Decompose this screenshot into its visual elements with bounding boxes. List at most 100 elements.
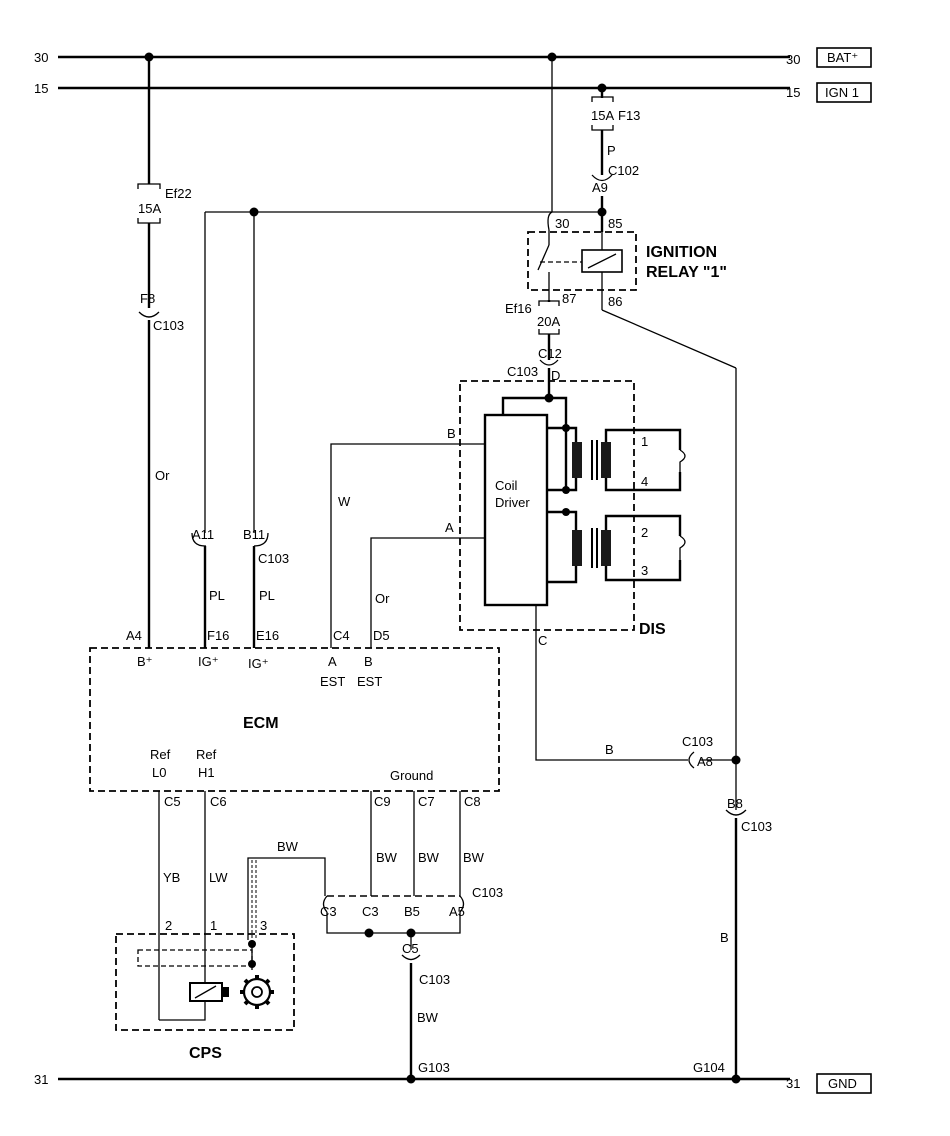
svg-text:A: A xyxy=(328,654,337,669)
svg-text:A9: A9 xyxy=(592,180,608,195)
svg-text:C3: C3 xyxy=(362,904,379,919)
gear-icon xyxy=(240,975,274,1009)
svg-text:Ground: Ground xyxy=(390,768,433,783)
dis-module: DIS Coil Driver 1 4 2 3 B A C xyxy=(445,380,686,648)
bat-rail: 30 30 BAT⁺ xyxy=(34,47,872,68)
gnd-rail-number-left: 31 xyxy=(34,1072,48,1087)
svg-text:F13: F13 xyxy=(618,108,640,123)
svg-text:C102: C102 xyxy=(608,163,639,178)
svg-text:C7: C7 xyxy=(418,794,435,809)
svg-text:C103: C103 xyxy=(153,318,184,333)
svg-text:YB: YB xyxy=(163,870,180,885)
fuse-f13: 15A F13 xyxy=(591,96,640,131)
svg-text:IGNITION: IGNITION xyxy=(646,244,717,261)
ign-rail-number-left: 15 xyxy=(34,81,48,96)
svg-text:A5: A5 xyxy=(449,904,465,919)
svg-text:E16: E16 xyxy=(256,628,279,643)
svg-text:G103: G103 xyxy=(418,1060,450,1075)
svg-text:C5: C5 xyxy=(164,794,181,809)
svg-text:IG⁺: IG⁺ xyxy=(248,656,269,671)
dis-ground-wire: B C103 A8 xyxy=(535,605,741,769)
ign-label: IGN 1 xyxy=(825,85,859,100)
svg-text:4: 4 xyxy=(641,474,648,489)
svg-text:RELAY "1": RELAY "1" xyxy=(646,264,727,281)
svg-text:C6: C6 xyxy=(210,794,227,809)
svg-text:C12: C12 xyxy=(538,346,562,361)
svg-text:C3: C3 xyxy=(320,904,337,919)
gnd-label: GND xyxy=(828,1076,857,1091)
svg-text:87: 87 xyxy=(562,291,576,306)
ignition-coil-primary-icon xyxy=(572,442,582,478)
cps-wires: YB LW BW xyxy=(158,791,326,1020)
svg-text:30: 30 xyxy=(555,216,569,231)
svg-text:20A: 20A xyxy=(537,314,560,329)
relay-battery-feed xyxy=(547,52,557,245)
svg-text:B: B xyxy=(720,930,729,945)
connector-c12-icon xyxy=(539,359,559,366)
svg-text:B: B xyxy=(447,426,456,441)
ign-label-box xyxy=(816,82,872,103)
svg-text:BW: BW xyxy=(277,839,299,854)
svg-text:C8: C8 xyxy=(464,794,481,809)
svg-text:IG⁺: IG⁺ xyxy=(198,654,219,669)
connector-c102-icon xyxy=(591,174,613,182)
svg-text:BW: BW xyxy=(417,1010,439,1025)
svg-text:C103: C103 xyxy=(682,734,713,749)
svg-text:B⁺: B⁺ xyxy=(137,654,153,669)
fuse-ef22: 15A Ef22 xyxy=(137,183,192,224)
svg-text:15A: 15A xyxy=(591,108,614,123)
svg-text:86: 86 xyxy=(608,294,622,309)
svg-text:CPS: CPS xyxy=(189,1045,222,1062)
est-wires: W Or xyxy=(330,443,485,648)
svg-text:C103: C103 xyxy=(472,885,503,900)
svg-text:C: C xyxy=(538,633,547,648)
svg-text:BW: BW xyxy=(463,850,485,865)
svg-text:PL: PL xyxy=(209,588,225,603)
svg-text:D5: D5 xyxy=(373,628,390,643)
svg-text:Ef16: Ef16 xyxy=(505,301,532,316)
ignition-coil-secondary-icon xyxy=(601,442,611,478)
connector-f8-icon xyxy=(138,311,160,318)
svg-text:Ref: Ref xyxy=(196,747,217,762)
svg-text:1: 1 xyxy=(641,434,648,449)
svg-text:B: B xyxy=(364,654,373,669)
svg-text:Ef22: Ef22 xyxy=(165,186,192,201)
ecm: A4 F16 E16 C4 D5 B⁺ IG⁺ IG⁺ A EST B EST … xyxy=(89,628,500,809)
connector-b8-icon xyxy=(725,809,747,816)
ecm-ground-wires: BW BW BW C103 C3 C3 B5 A5 C5 C103 BW G10… xyxy=(320,791,503,1084)
relay-ignition-feed: 15A F13 P C102 A9 xyxy=(591,83,640,232)
relay-ground-wire xyxy=(601,300,737,810)
svg-text:Driver: Driver xyxy=(495,495,530,510)
svg-text:B8: B8 xyxy=(727,796,743,811)
svg-text:LW: LW xyxy=(209,870,228,885)
coil-driver xyxy=(483,413,549,607)
gnd-rail-number-right: 31 xyxy=(786,1076,800,1091)
svg-text:F8: F8 xyxy=(140,291,155,306)
svg-text:D: D xyxy=(551,368,560,383)
ignition-relay: 30 85 87 86 IGNITION RELAY "1" xyxy=(527,216,727,309)
bat-rail-number-left: 30 xyxy=(34,50,48,65)
svg-text:C103: C103 xyxy=(419,972,450,987)
svg-text:G104: G104 xyxy=(693,1060,725,1075)
svg-text:C9: C9 xyxy=(374,794,391,809)
svg-text:P: P xyxy=(607,143,616,158)
fuse-ef16: 20A Ef16 xyxy=(505,300,560,335)
svg-text:EST: EST xyxy=(320,674,345,689)
ecm-ignition-feed: A11 B11 C103 PL PL xyxy=(191,207,607,648)
svg-text:DIS: DIS xyxy=(639,621,666,638)
dis-power-feed: 20A Ef16 C12 C103 D xyxy=(505,300,562,398)
relay-switch-icon xyxy=(537,244,550,271)
svg-text:A: A xyxy=(445,520,454,535)
svg-text:BW: BW xyxy=(376,850,398,865)
svg-text:W: W xyxy=(338,494,351,509)
bat-rail-number-right: 30 xyxy=(786,52,800,67)
bat-label: BAT⁺ xyxy=(827,50,858,65)
svg-text:1: 1 xyxy=(210,918,217,933)
svg-text:A11: A11 xyxy=(192,527,214,542)
connector-a8-icon xyxy=(688,751,695,769)
bat-label-box xyxy=(816,47,872,68)
svg-text:C103: C103 xyxy=(258,551,289,566)
svg-text:A8: A8 xyxy=(697,754,713,769)
svg-text:Or: Or xyxy=(375,591,390,606)
svg-text:3: 3 xyxy=(641,563,648,578)
